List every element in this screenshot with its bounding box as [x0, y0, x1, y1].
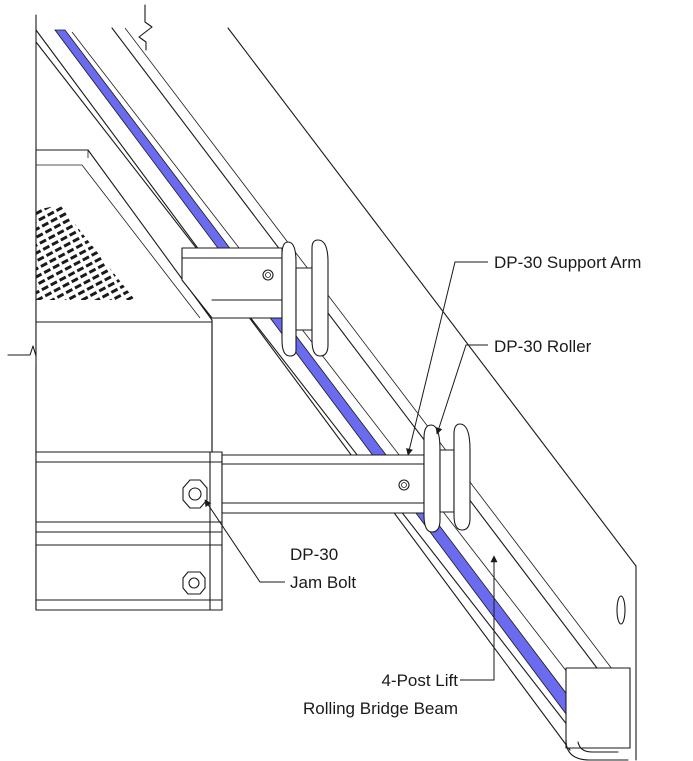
roller-label: DP-30 Roller — [494, 337, 592, 356]
jam-bolt-label-line1: DP-30 — [290, 545, 338, 564]
upper-roller — [281, 239, 329, 357]
bridge-beam-label-line1: 4-Post Lift — [381, 671, 458, 690]
support-arm-label: DP-30 Support Arm — [494, 253, 641, 272]
bridge-beam-label-line2: Rolling Bridge Beam — [303, 699, 458, 718]
bolt-icon — [182, 571, 206, 595]
jam-bolt-label-line2: Jam Bolt — [290, 573, 356, 592]
lower-rail — [35, 451, 223, 611]
lower-support-arm — [221, 454, 425, 514]
platform-housing — [35, 149, 213, 456]
upper-support-arm — [181, 247, 283, 319]
lower-roller — [423, 423, 471, 533]
callout-leaders — [204, 261, 498, 681]
jam-bolt-icon — [182, 479, 208, 509]
